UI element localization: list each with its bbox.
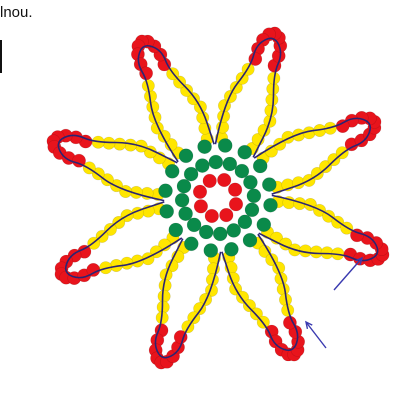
green-bead xyxy=(178,206,193,221)
center-red-bead xyxy=(228,182,243,197)
yellow-bead xyxy=(309,245,323,259)
green-bead xyxy=(237,214,253,230)
yellow-bead xyxy=(265,93,279,107)
green-bead xyxy=(217,138,233,153)
green-bead xyxy=(168,222,184,238)
thread-path xyxy=(57,134,178,202)
yellow-bead xyxy=(319,160,333,174)
green-bead xyxy=(186,217,202,233)
green-bead xyxy=(263,197,278,213)
thread-path xyxy=(137,44,215,163)
green-bead xyxy=(224,242,239,257)
green-bead xyxy=(242,232,258,248)
green-bead xyxy=(226,223,241,238)
arrow-layer xyxy=(305,256,364,349)
center-red-bead xyxy=(204,208,219,224)
green-bead xyxy=(176,178,192,194)
thread-arrow xyxy=(305,320,327,349)
thread-path xyxy=(214,37,282,158)
yellow-bead xyxy=(180,83,194,97)
center-red-bead xyxy=(217,172,232,188)
green-bead xyxy=(234,163,250,179)
beads-layer xyxy=(46,26,390,370)
green-bead xyxy=(158,183,173,199)
red-bead xyxy=(335,119,350,133)
thread-path xyxy=(64,201,183,279)
green-bead xyxy=(244,202,260,218)
center-red-bead xyxy=(192,184,208,199)
center-red-bead xyxy=(202,173,217,188)
green-bead xyxy=(208,154,224,170)
green-bead xyxy=(203,243,219,258)
thread-path xyxy=(253,117,372,195)
green-bead xyxy=(183,166,199,182)
text-cursor-bar xyxy=(0,40,2,73)
yellow-bead xyxy=(113,137,127,151)
green-bead xyxy=(222,156,238,172)
green-bead xyxy=(212,226,228,242)
thread-path xyxy=(221,233,299,352)
green-bead xyxy=(197,139,212,154)
red-bead xyxy=(282,315,297,330)
green-bead xyxy=(246,188,262,204)
green-bead xyxy=(164,164,180,179)
thread-path xyxy=(154,238,222,359)
green-bead xyxy=(243,175,258,190)
yellow-bead xyxy=(157,289,171,303)
green-bead xyxy=(198,224,214,240)
green-bead xyxy=(159,204,174,219)
yellow-bead xyxy=(242,299,256,313)
green-bead xyxy=(174,192,190,208)
red-bead xyxy=(139,66,153,81)
red-bead xyxy=(86,262,101,277)
center-red-bead xyxy=(193,199,208,214)
caption-text: lnou. xyxy=(0,4,33,21)
green-bead xyxy=(195,158,210,173)
green-bead xyxy=(237,144,252,160)
green-bead xyxy=(178,148,194,164)
green-bead xyxy=(252,158,268,174)
thread-path xyxy=(258,194,379,262)
yellow-bead xyxy=(103,222,117,236)
green-bead xyxy=(184,236,199,252)
thread-layer xyxy=(57,37,379,359)
green-bead xyxy=(261,177,277,192)
center-red-bead xyxy=(219,208,234,223)
thread-arrow xyxy=(333,256,364,291)
center-red-bead xyxy=(228,197,244,212)
green-bead xyxy=(256,217,272,232)
